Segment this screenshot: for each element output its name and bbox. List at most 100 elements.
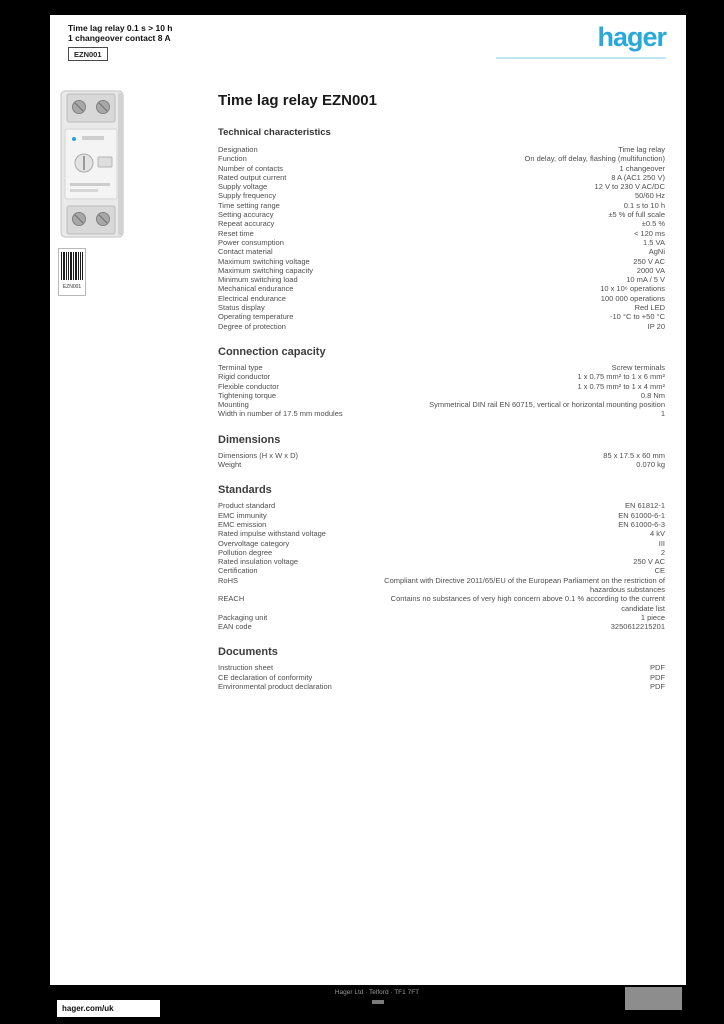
spec-label: Mounting [218, 400, 249, 410]
spec-value: EN 61000-6-3 [618, 519, 665, 529]
spec-label: Reset time [218, 228, 254, 238]
spec-label: Designation [218, 145, 258, 154]
spec-row: Rated output current 8 A (AC1 250 V) [218, 173, 665, 182]
spec-value: 0.1 s to 10 h [623, 200, 665, 210]
spec-value: 10 x 10⁶ operations [600, 284, 665, 294]
spec-value: Time lag relay [618, 145, 665, 154]
spec-value: 1 [660, 409, 665, 419]
spec-label: Tightening torque [218, 390, 277, 400]
spec-row: Dimensions (H x W x D)85 x 17.5 x 60 mm [218, 451, 665, 460]
spec-row: Reset time< 120 ms [218, 229, 665, 238]
spec-value: PDF [650, 663, 665, 673]
section-heading: Documents [218, 646, 278, 659]
spec-label: Degree of protection [218, 321, 286, 331]
spec-label: CE declaration of conformity [218, 672, 313, 682]
spec-value: 2 [660, 547, 665, 557]
spec-label: Rated output current [218, 172, 287, 182]
product-title-line1: Time lag relay 0.1 s > 10 h [68, 23, 173, 33]
header-title-block: Time lag relay 0.1 s > 10 h 1 changeover… [68, 23, 173, 62]
spec-value: 100 000 operations [600, 293, 665, 303]
spec-row: Minimum switching load 10 mA / 5 V [218, 275, 665, 284]
footer-address: Hager Ltd · Telford · TF1 7FT [334, 989, 420, 996]
spec-row: Terminal type Screw terminals [218, 363, 665, 372]
spec-value: Contains no substances of very high conc… [390, 594, 665, 613]
spec-label: Width in number of 17.5 mm modules [218, 409, 343, 419]
spec-row: Instruction sheet PDF [218, 663, 665, 672]
spec-label: Rated impulse withstand voltage [218, 529, 326, 539]
spec-value: EN 61000-6-1 [618, 510, 665, 520]
spec-label: Packaging unit [218, 612, 268, 622]
spec-row: Rated insulation voltage 250 V AC [218, 557, 665, 566]
spec-label: Minimum switching load [218, 275, 298, 285]
spec-label: Number of contacts [218, 163, 284, 173]
spec-label: REACH [218, 594, 245, 604]
spec-label: Electrical endurance [218, 293, 286, 303]
spec-label: Overvoltage category [218, 538, 290, 548]
spec-value: 250 V AC [633, 557, 665, 567]
spec-value: 85 x 17.5 x 60 mm [603, 450, 665, 460]
spec-label: Maximum switching capacity [218, 265, 314, 275]
spec-label: Rigid conductor [218, 372, 271, 382]
spec-value: CE [654, 566, 665, 576]
spec-label: Status display [218, 303, 265, 313]
hager-logo: hager [597, 22, 667, 52]
spec-value: 50/60 Hz [634, 191, 665, 201]
spec-row: Width in number of 17.5 mm modules 1 [218, 409, 665, 418]
spec-label: Time setting range [218, 200, 280, 210]
spec-row: Rated impulse withstand voltage 4 kV [218, 529, 665, 538]
spec-label: EAN code [218, 622, 252, 632]
spec-value: ±0.5 % [641, 219, 665, 229]
spec-value: Screw terminals [611, 362, 665, 372]
spec-value: 250 V AC [633, 256, 665, 266]
page-title: Time lag relay EZN001 [218, 92, 377, 109]
spec-value: 4 kV [649, 529, 665, 539]
spec-label: Instruction sheet [218, 663, 274, 673]
spec-row: Designation Time lag relay [218, 145, 665, 154]
spec-row: Electrical endurance 100 000 operations [218, 294, 665, 303]
spec-value: 0.8 Nm [640, 390, 665, 400]
spec-row: REACH Contains no substances of very high… [218, 594, 665, 613]
footer-divider [372, 1000, 384, 1004]
barcode: EZN001 [58, 248, 86, 296]
spec-label: Environmental product declaration [218, 682, 332, 692]
spec-label: Repeat accuracy [218, 219, 275, 229]
spec-value: 1 x 0.75 mm² to 1 x 4 mm² [577, 381, 665, 391]
spec-value: 12 V to 230 V AC/DC [594, 182, 665, 192]
spec-label: Supply frequency [218, 191, 276, 201]
spec-value: AgNi [648, 247, 665, 257]
spec-value: 1 piece [640, 612, 665, 622]
spec-value: Compliant with Directive 2011/65/EU of t… [384, 575, 665, 594]
spec-label: Maximum switching voltage [218, 256, 310, 266]
spec-label: Rated insulation voltage [218, 557, 299, 567]
spec-value: Symmetrical DIN rail EN 60715, vertical … [429, 400, 665, 410]
spec-label: Supply voltage [218, 182, 268, 192]
spec-label: Weight [218, 460, 242, 470]
spec-row: Setting accuracy±5 % of full scale [218, 210, 665, 219]
spec-row: RoHS Compliant with Directive 2011/65/EU … [218, 576, 665, 595]
product-reference: EZN001 [68, 47, 108, 61]
spec-value: 10 mA / 5 V [626, 275, 665, 285]
spec-value: EN 61812-1 [624, 501, 665, 511]
spec-value: 8 A (AC1 250 V) [611, 172, 665, 182]
footer-right-block [625, 987, 682, 1010]
spec-row: Maximum switching voltage 250 V AC [218, 257, 665, 266]
spec-label: Terminal type [218, 362, 263, 372]
spec-label: RoHS [218, 575, 239, 585]
